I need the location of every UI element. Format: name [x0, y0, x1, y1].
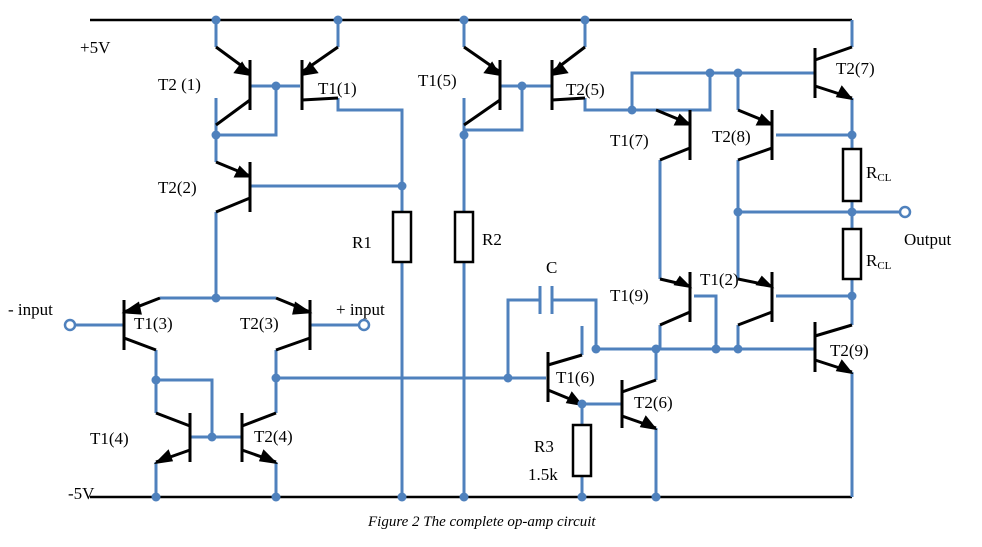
resistor-r2 [453, 210, 475, 264]
transistor-t2-5 [550, 45, 586, 110]
label-t2-6: T2(6) [634, 393, 673, 412]
label-r2: R2 [482, 230, 502, 249]
label-t2-3: T2(3) [240, 314, 279, 333]
transistor-t2-8 [737, 108, 774, 162]
transistor-t1-7 [655, 108, 692, 162]
label-t1-4: T1(4) [90, 429, 129, 448]
label-t2-2: T2(2) [158, 178, 197, 197]
label-t2-4: T2(4) [254, 427, 293, 446]
transistor-t1-5 [463, 45, 502, 127]
transistor-t2-6 [620, 378, 658, 431]
label-t1-9: T1(9) [610, 286, 649, 305]
label-r1: R1 [352, 233, 372, 252]
transistor-t1-9 [659, 272, 693, 327]
label-r3-value: 1.5k [528, 465, 558, 484]
label-t1-7: T1(7) [610, 131, 649, 150]
wires [74, 18, 905, 499]
transistor-t2-1 [215, 45, 252, 127]
transistor-t1-4 [153, 411, 192, 465]
label-capacitor: C [546, 258, 557, 277]
resistor-symbols [391, 147, 863, 478]
label-minus-input: - input [8, 300, 53, 319]
label-t1-3: T1(3) [134, 314, 173, 333]
transistor-t2-4 [240, 411, 279, 465]
transistor-t1-1 [300, 45, 339, 110]
transistor-t2-3 [275, 296, 313, 352]
resistor-r1 [391, 210, 413, 264]
resistor-r3 [571, 423, 593, 478]
label-t2-1: T2 (1) [158, 75, 201, 94]
label-plus-input: + input [336, 300, 385, 319]
label-t2-8: T2(8) [712, 127, 751, 146]
label-r3: R3 [534, 437, 554, 456]
label-t1-5: T1(5) [418, 71, 457, 90]
label-output: Output [904, 230, 952, 249]
figure-caption: Figure 2 The complete op-amp circuit [367, 514, 596, 530]
resistor-rcl-top [841, 147, 863, 203]
label-t2-9: T2(9) [830, 341, 869, 360]
transistor-t2-2 [215, 160, 252, 214]
output-terminal [898, 205, 912, 219]
terminals [63, 205, 912, 332]
transistor-t2-7 [813, 45, 854, 101]
transistor-t1-3 [121, 296, 161, 352]
label-rcl-bottom: RCL [866, 251, 892, 272]
label-t1-6: T1(6) [556, 368, 595, 387]
label-t1-1: T1(1) [318, 79, 357, 98]
junction-nodes [151, 15, 857, 502]
resistor-rcl-bottom [841, 227, 863, 281]
minus-input-terminal [63, 318, 77, 332]
capacitor-symbol [538, 286, 554, 314]
negative-rail-label: -5V [68, 484, 95, 503]
transistor-symbols [121, 45, 854, 465]
label-t1-2: T1(2) [700, 270, 739, 289]
transistor-t1-6 [546, 352, 584, 407]
label-t2-7: T2(7) [836, 59, 875, 78]
label-t2-5: T2(5) [566, 80, 605, 99]
transistor-t2-9 [813, 322, 854, 375]
label-rcl-top: RCL [866, 163, 892, 184]
positive-rail-label: +5V [80, 38, 111, 57]
transistor-t1-2 [737, 272, 775, 327]
plus-input-terminal [357, 318, 371, 332]
